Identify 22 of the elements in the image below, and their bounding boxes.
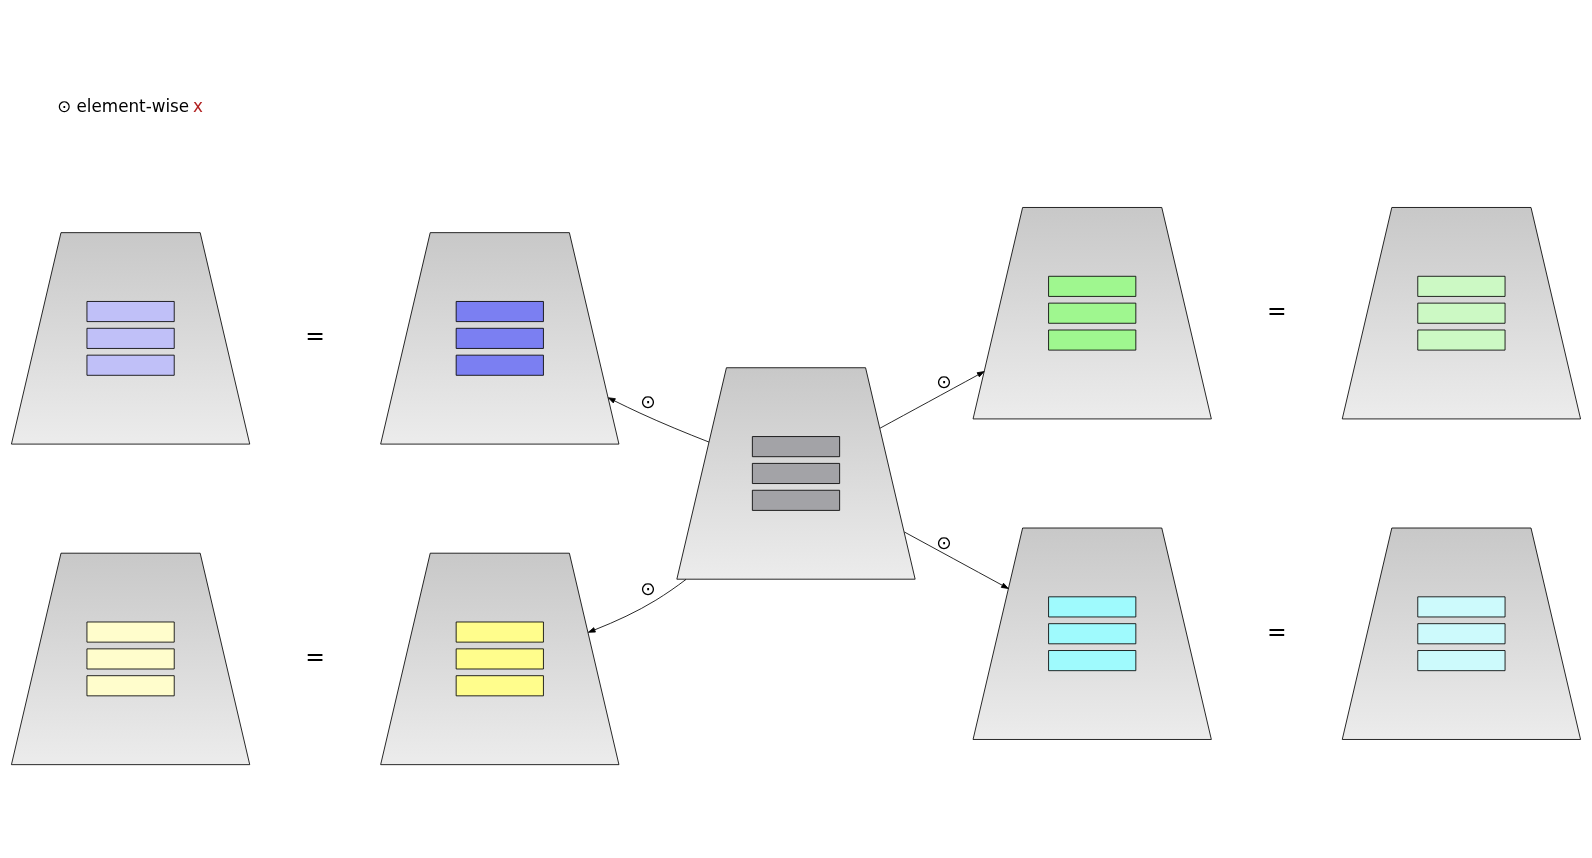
edge-label: ⊙ <box>936 531 952 553</box>
node-trapezoid <box>972 527 1212 740</box>
node-trapezoid <box>676 367 916 580</box>
label: = <box>305 642 326 671</box>
arrow <box>607 397 710 443</box>
label: = <box>1266 296 1287 325</box>
label: = <box>1266 617 1287 646</box>
node-trapezoid <box>1341 207 1581 420</box>
node-trapezoid <box>11 552 251 766</box>
arrow <box>879 371 985 429</box>
node-trapezoid <box>380 232 620 445</box>
node-trapezoid <box>11 232 251 445</box>
arrow <box>904 531 1009 589</box>
node-trapezoid <box>1341 527 1581 740</box>
label: ⊙ element-wise x <box>57 95 204 116</box>
node-trapezoid <box>972 207 1212 420</box>
edge-label: ⊙ <box>640 577 656 599</box>
arrow <box>587 579 687 633</box>
edge-label: ⊙ <box>936 371 952 393</box>
edge-label: ⊙ <box>640 390 656 412</box>
node-trapezoid <box>380 552 620 766</box>
label: = <box>305 322 326 351</box>
